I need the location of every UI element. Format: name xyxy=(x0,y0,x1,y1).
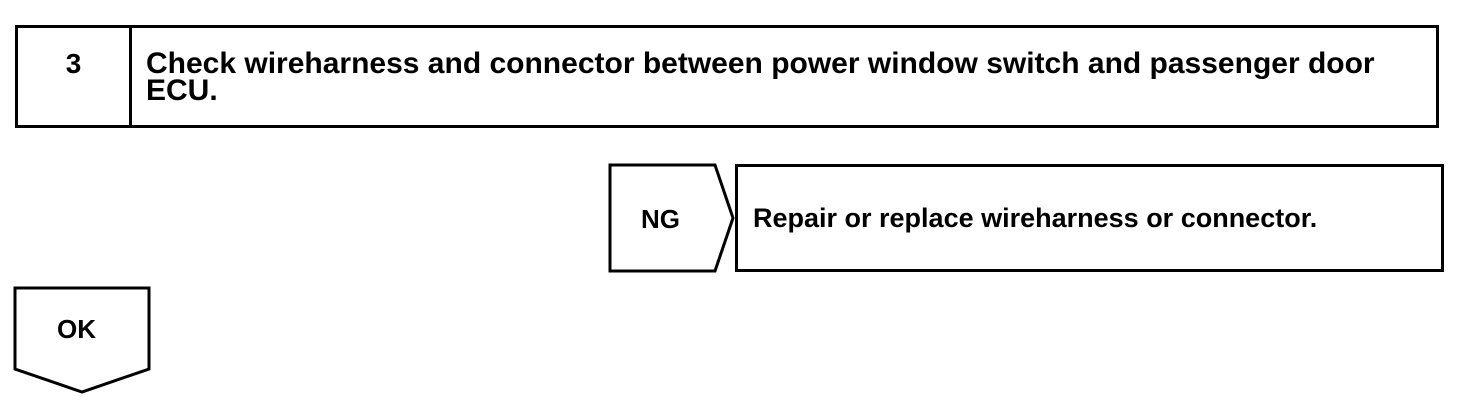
ng-action-box: Repair or replace wireharness or connect… xyxy=(735,164,1444,272)
step-title: Check wireharness and connector between … xyxy=(146,47,1375,107)
ng-arrow-outline xyxy=(608,163,735,273)
step-number: 3 xyxy=(18,28,132,125)
ok-label: OK xyxy=(57,314,96,344)
ok-arrow-outline xyxy=(13,286,151,394)
step-box: 3 Check wireharness and connector betwee… xyxy=(15,25,1439,128)
ng-label: NG xyxy=(641,204,680,234)
